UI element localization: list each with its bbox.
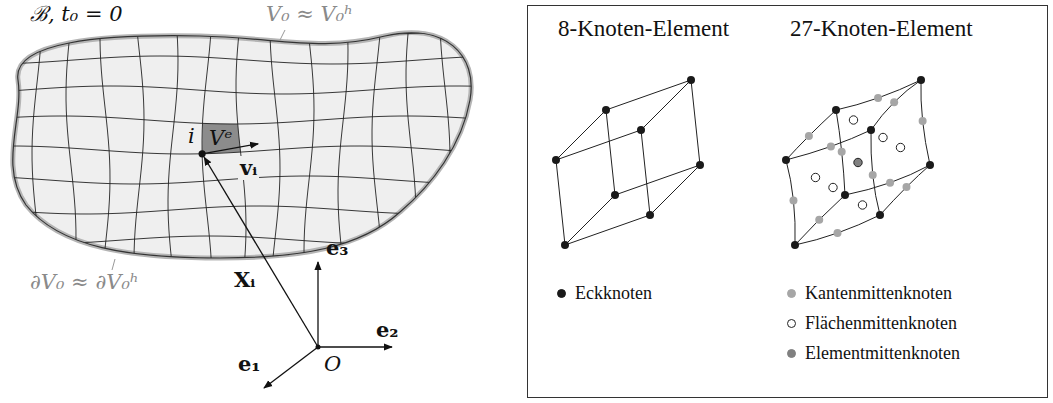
legend-item: Eckknoten [557,283,652,304]
figure-label: ℬ, t₀ = 0 [30,2,123,26]
element-sketches [552,76,934,249]
figure-label: i [186,124,197,148]
figure-label: O [324,352,341,376]
legend-text: Flächenmittenknoten [805,313,957,334]
figure-label: Xᵢ [234,268,255,292]
legend-swatch [557,289,566,298]
legend-text: Kantenmittenknoten [805,283,952,304]
legend-text: Elementmittenknoten [805,343,960,364]
figure-label: e₃ [326,236,349,260]
figure-label: ∂V₀ ≈ ∂V₀ʰ [30,270,139,294]
element-label: Vᵉ [209,126,232,150]
legend-swatch [787,319,796,328]
figure-label: vᵢ [238,156,259,180]
legend-swatch [787,289,796,298]
mesh-boundary [13,33,471,258]
leader-line [280,30,285,40]
body-region [13,33,471,258]
figure-label: e₂ [376,318,399,342]
figure-label: V₀ ≈ V₀ʰ [266,2,353,26]
legend-item: Kantenmittenknoten [787,283,952,304]
legend-text: Eckknoten [575,283,652,304]
coordinate-axes [264,262,392,388]
position-vectors [199,144,318,347]
legend-item: Flächenmittenknoten [787,313,957,334]
element-volume [202,123,240,153]
legend-swatch [787,349,796,358]
figure-label: e₁ [238,352,261,376]
element-heading: 8-Knoten-Element [558,16,729,42]
element-heading: 27-Knoten-Element [790,16,973,42]
leader-line [112,259,115,270]
legend-item: Elementmittenknoten [787,343,960,364]
fe-mesh [0,0,490,280]
legend-panel: 8-Knoten-Element 27-Knoten-Element [527,5,1048,398]
